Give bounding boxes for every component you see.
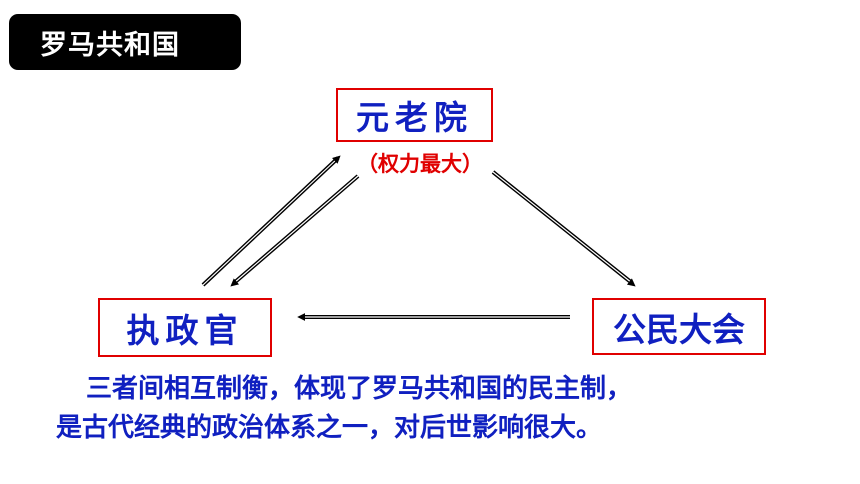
arrow-senate-to-assembly [491, 170, 636, 287]
description-line-2: 是古代经典的政治体系之一，对后世影响很大。 [56, 413, 603, 443]
description-line-1: 三者间相互制衡，体现了罗马共和国的民主制， [86, 374, 633, 404]
consul-node: 执政官 [98, 298, 272, 357]
slide-title: 罗马共和国 [9, 14, 241, 70]
assembly-node: 公民大会 [592, 298, 766, 355]
senate-node: 元老院 [336, 88, 493, 142]
arrow-senate-to-executive [230, 174, 360, 287]
senate-power-note: （权力最大） [357, 152, 483, 176]
arrow-executive-to-senate [201, 155, 341, 287]
